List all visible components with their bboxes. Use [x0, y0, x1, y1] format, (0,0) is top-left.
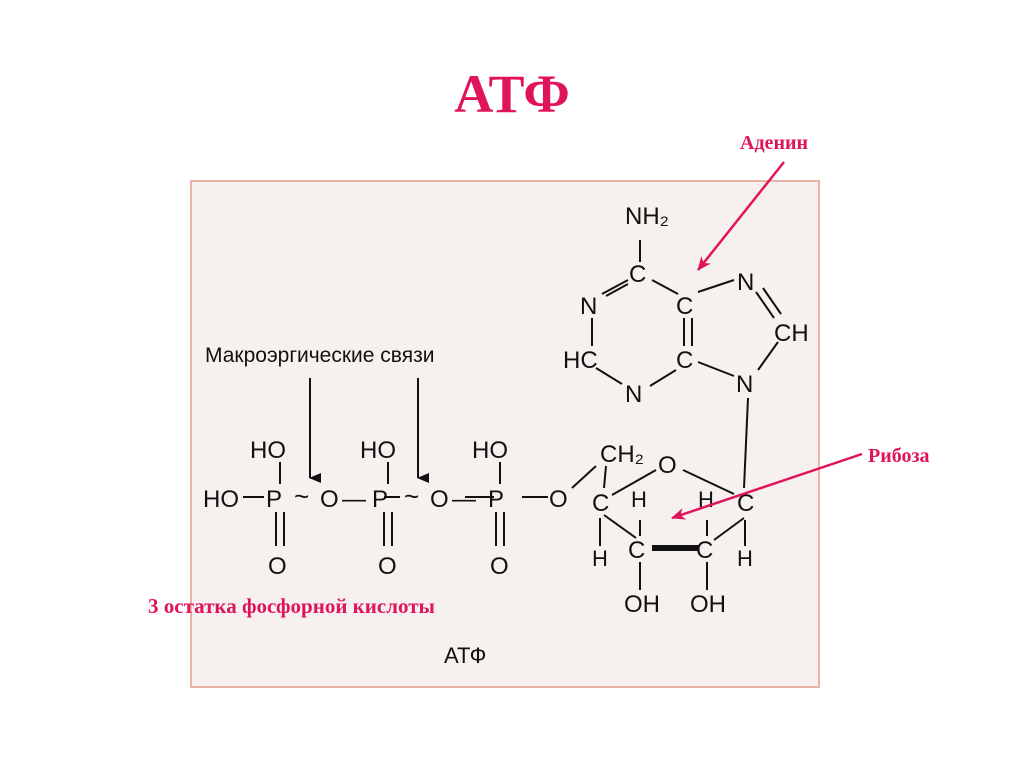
atom-n9: N	[736, 371, 753, 398]
atom-ch2: CH₂	[600, 441, 644, 468]
atom-c3: C	[628, 537, 645, 564]
adenine-bonds	[591, 240, 782, 387]
bond-dash-1: —	[342, 486, 366, 513]
figure-caption: АТФ	[444, 643, 486, 668]
atom-ho-p1: HO	[250, 437, 286, 464]
atom-o-p3: O	[490, 553, 509, 580]
ribose-pointer-arrow	[671, 452, 863, 520]
figure-frame	[190, 180, 820, 688]
atom-h-c4: H	[592, 546, 608, 571]
ribose-callout: Рибоза	[868, 445, 930, 467]
atom-h-c3-top: H	[631, 487, 647, 512]
adenine-callout: Аденин	[740, 132, 809, 154]
atom-o-ester: O	[549, 486, 568, 513]
macroergic-bonds-label: Макроэргические связи	[205, 344, 434, 367]
adenine-pointer-arrow	[697, 161, 785, 271]
atom-c2h: HC	[563, 347, 598, 374]
atom-p-beta: P	[372, 486, 388, 513]
atom-o-p2: O	[378, 553, 397, 580]
atom-nh2: NH₂	[625, 203, 669, 230]
atom-c8h: CH	[774, 320, 809, 347]
molecule: Макроэргические связи HO P ~ O — P ~ O —…	[203, 203, 809, 668]
atom-o-ring: O	[658, 452, 677, 479]
atom-o-p1: O	[268, 553, 287, 580]
atom-c2: C	[696, 537, 713, 564]
macroergic-bond-2: ~	[404, 481, 419, 511]
atom-ho-terminal: HO	[203, 486, 239, 513]
atom-c4-purine: C	[676, 347, 693, 374]
phosphate-bonds	[243, 462, 597, 546]
atom-p-alpha: P	[488, 486, 504, 513]
ribose-bonds	[599, 397, 749, 590]
atom-n3: N	[625, 381, 642, 408]
atom-ho-p3: HO	[472, 437, 508, 464]
atom-n1: N	[580, 293, 597, 320]
atom-o-bridge-2: O	[430, 486, 449, 513]
atom-c1: C	[737, 490, 754, 517]
atom-o-bridge-1: O	[320, 486, 339, 513]
atom-c4: C	[592, 490, 609, 517]
slide-title: АТФ	[454, 64, 570, 124]
atom-c5: C	[676, 293, 693, 320]
atom-ho-p2: HO	[360, 437, 396, 464]
atom-c6: C	[629, 261, 646, 288]
atom-h-c1: H	[737, 546, 753, 571]
phosphates-callout: 3 остатка фосфорной кислоты	[148, 594, 435, 618]
atom-oh-c2: OH	[690, 591, 726, 618]
atom-oh-c3: OH	[624, 591, 660, 618]
atom-p-gamma: P	[266, 486, 282, 513]
bond-dash-2: —	[452, 486, 476, 513]
macroergic-bond-1: ~	[294, 481, 309, 511]
atom-n7: N	[737, 269, 754, 296]
